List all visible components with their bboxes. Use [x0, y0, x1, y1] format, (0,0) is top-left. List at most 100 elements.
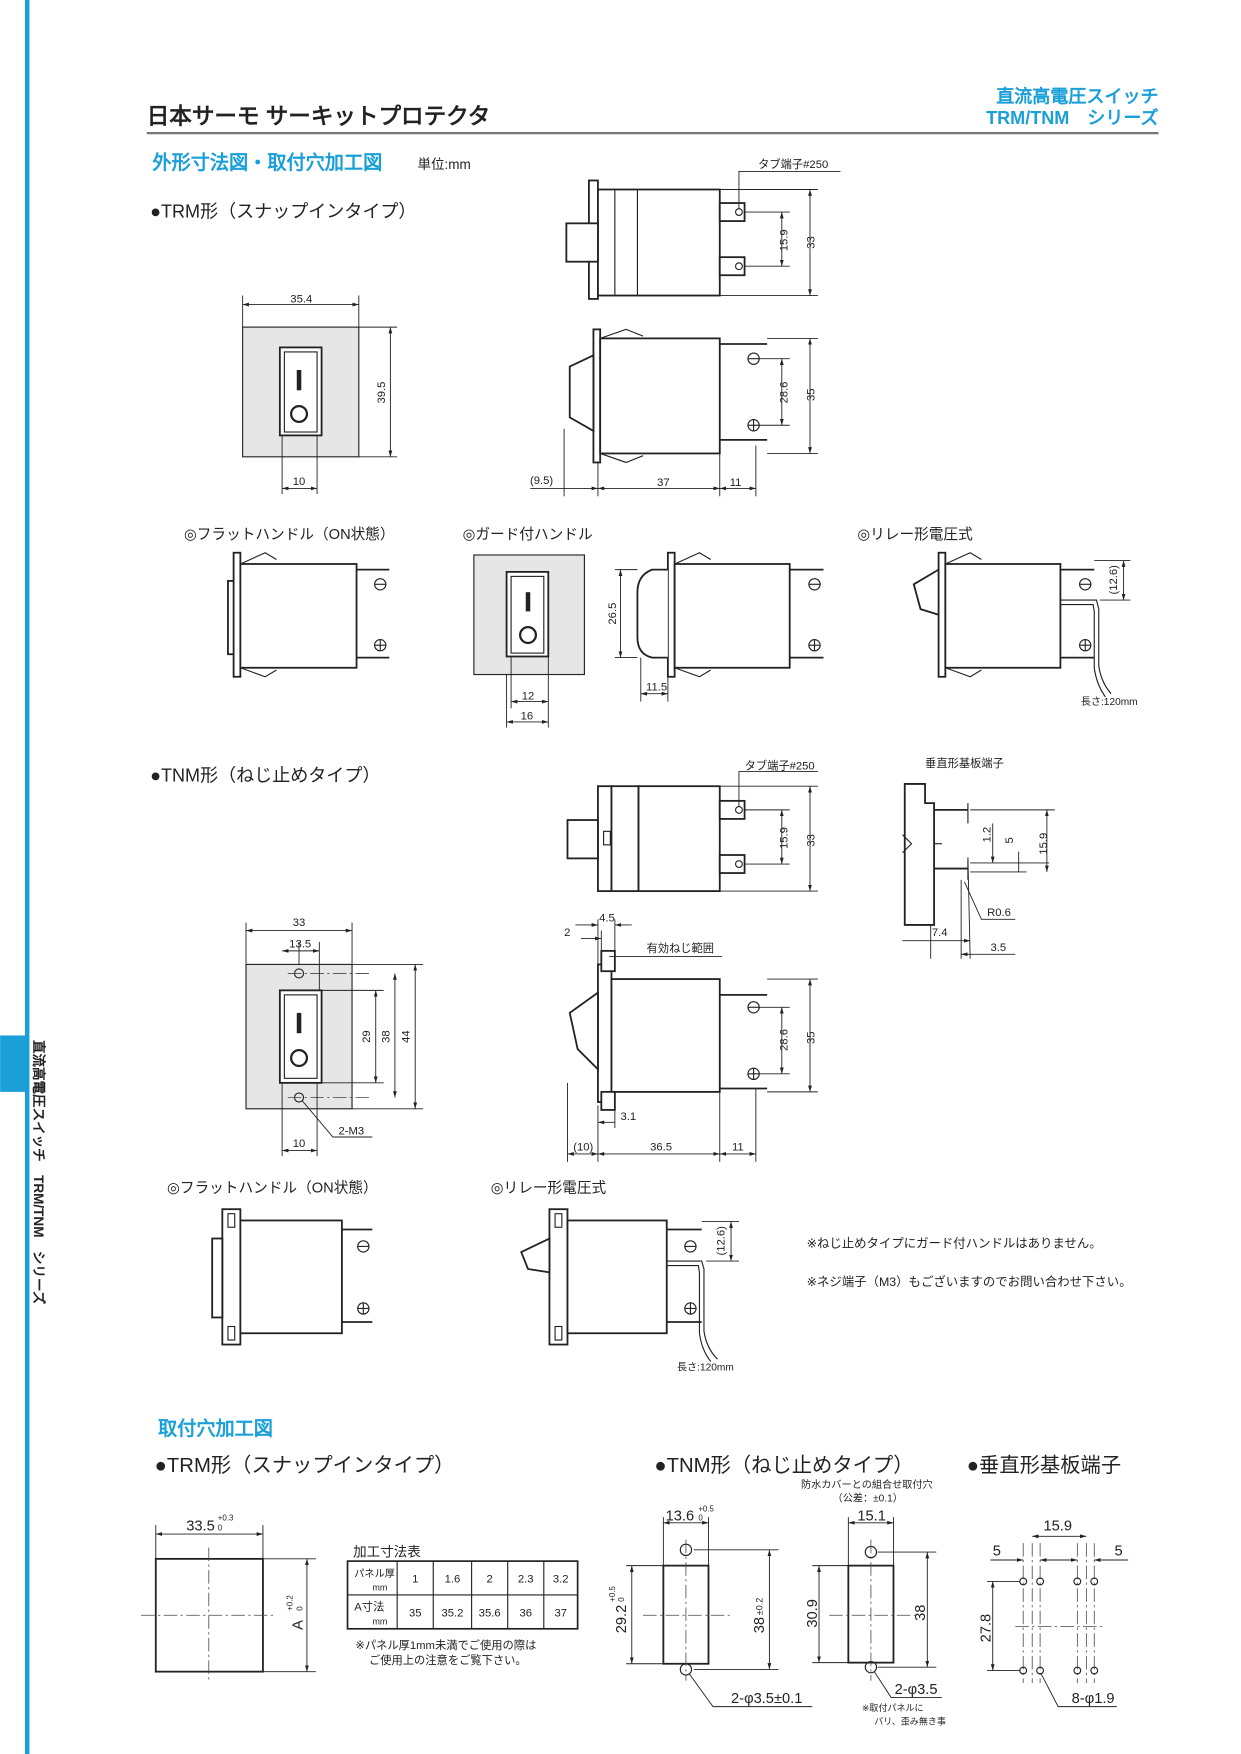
trm-side-view — [565, 171, 841, 300]
dim-label: 10 — [293, 1138, 306, 1150]
table-cell-unit: mm — [372, 1582, 387, 1592]
tnm-front-view — [245, 922, 424, 1157]
dim-label: 5 — [1115, 1543, 1123, 1559]
dim-label: 35 — [806, 389, 818, 402]
tnm-top-view — [567, 919, 818, 1162]
dim-label: 37 — [657, 477, 670, 489]
hole-spec: 2-φ3.5±0.1 — [731, 1691, 802, 1707]
panel-note: バリ、歪み無き事 — [874, 1716, 946, 1727]
dim-label: (12.6) — [715, 1226, 727, 1256]
tnm-side-view — [566, 771, 818, 893]
tolerance: +0.3 — [218, 1514, 234, 1523]
dim-label: 35.4 — [290, 293, 312, 305]
table-title: 加工寸法表 — [353, 1545, 421, 1560]
dim-label: 10 — [293, 476, 306, 488]
trm-tab-terminal-label: タブ端子#250 — [758, 157, 828, 171]
table-cell: 2 — [487, 1574, 493, 1586]
tnm-flat-handle-drawing — [211, 1208, 373, 1346]
dim-label: 12 — [522, 690, 535, 702]
side-tab-text: 直流高電圧スイッチ TRM/TNM シリーズ — [31, 1040, 47, 1305]
trm-guard-front-drawing — [473, 554, 585, 728]
dim-label: 3.1 — [621, 1111, 637, 1123]
dim-label: 11 — [732, 1142, 744, 1154]
pcb-terminal-label: 垂直形基板端子 — [925, 756, 1004, 770]
dim-label: 38 — [380, 1030, 392, 1043]
trm-cutout-drawing — [141, 1525, 316, 1683]
trm-guard-side-drawing — [614, 551, 824, 702]
tnm-relay-drawing — [520, 1208, 739, 1362]
trm-flat-handle-label: ◎フラットハンドル（ON状態） — [184, 526, 395, 543]
table-cell: 35.6 — [479, 1607, 501, 1619]
dim-label: (9.5) — [530, 475, 553, 487]
dim-label: (12.6) — [1108, 565, 1120, 595]
trm-relay-drawing — [912, 551, 1131, 698]
dim-label: 7.4 — [932, 927, 948, 939]
dim-label: 33 — [293, 917, 306, 929]
dim-label: 28.6 — [778, 1029, 790, 1051]
pcb-hole-pattern — [987, 1534, 1129, 1708]
dim-label: 38 — [752, 1617, 768, 1633]
table-cell: 3.2 — [553, 1574, 569, 1586]
section-title: 外形寸法図・取付穴加工図 — [151, 151, 382, 174]
table-cell-unit: mm — [372, 1616, 387, 1626]
dim-label: 5 — [1004, 837, 1016, 843]
cutout-trm-heading: ●TRM形（スナップインタイプ） — [155, 1454, 455, 1477]
tolerance: 0 — [617, 1597, 626, 1602]
dim-label: 28.6 — [778, 382, 790, 404]
table-row: パネル厚 mm 1 1.6 2 2.3 3.2 — [354, 1568, 568, 1593]
dimension-table: パネル厚 mm 1 1.6 2 2.3 3.2 A寸法 mm 35 35.2 3… — [346, 1560, 579, 1630]
dim-label: 13.6 — [666, 1509, 695, 1525]
dim-label: 35 — [806, 1031, 818, 1044]
table-cell: 35.2 — [441, 1607, 463, 1619]
table-cell: 37 — [554, 1607, 567, 1619]
note-no-guard: ※ねじ止めタイプにガード付ハンドルはありません。 — [807, 1237, 1102, 1251]
tolerance: 0 — [218, 1524, 223, 1533]
hole-spec: 8-φ1.9 — [1072, 1691, 1115, 1707]
table-note: ※パネル厚1mm未満でご使用の際は — [355, 1638, 536, 1652]
table-row: A寸法 mm 35 35.2 35.6 36 37 — [354, 1600, 567, 1627]
tolerance: +0.5 — [608, 1586, 617, 1602]
dim-label: 44 — [401, 1030, 413, 1043]
dim-label: 2 — [564, 927, 570, 939]
dim-label: (10) — [573, 1142, 593, 1154]
dim-label: 15.9 — [778, 229, 790, 251]
dim-label: 15.9 — [1038, 833, 1050, 855]
cutout-title: 取付穴加工図 — [158, 1417, 273, 1440]
dim-label: 15.1 — [857, 1509, 886, 1525]
dim-label: 33 — [806, 236, 818, 249]
dim-label: 5 — [993, 1543, 1001, 1559]
cutout-tnm-heading: ●TNM形（ねじ止めタイプ） — [654, 1454, 913, 1477]
table-cell: 35 — [409, 1607, 422, 1619]
cable-length-label: 長さ:120mm — [677, 1361, 734, 1373]
table-cell: 36 — [519, 1607, 532, 1619]
tolerance: +0.5 — [698, 1504, 714, 1513]
dim-label: R0.6 — [987, 907, 1011, 919]
dim-label: 11.5 — [646, 681, 667, 693]
thread-range-label: 有効ねじ範囲 — [646, 941, 714, 955]
dim-label: 16 — [521, 711, 534, 723]
table-cell-label: A寸法 — [354, 1600, 384, 1614]
dim-label: 15.9 — [1043, 1519, 1072, 1535]
cable-length-label: 長さ:120mm — [1081, 696, 1138, 708]
pcb-terminal-drawing — [902, 783, 1055, 959]
side-accent-tab — [0, 1035, 28, 1092]
dim-label: 15.9 — [778, 827, 790, 849]
side-accent-line — [24, 0, 30, 1754]
table-note: ご使用上の注意をご覧下さい。 — [369, 1653, 527, 1667]
dim-label: 30.9 — [805, 1599, 821, 1628]
dim-label: 4.5 — [599, 913, 615, 925]
series-line2: TRM/TNM シリーズ — [986, 107, 1158, 128]
panel-note: ※取付パネルに — [862, 1703, 924, 1713]
trm-flat-handle-drawing — [227, 551, 390, 678]
dim-label: 11 — [730, 477, 742, 489]
tnm-cutout-a — [626, 1517, 813, 1708]
trm-top-view — [530, 328, 818, 497]
dim-label: 1.2 — [981, 827, 993, 843]
table-cell-label: パネル厚 — [354, 1568, 395, 1580]
dim-label: 2-M3 — [339, 1126, 365, 1138]
dim-label: 26.5 — [607, 603, 619, 625]
dim-label: 33.5 — [186, 1519, 215, 1535]
tolerance: 0 — [698, 1514, 703, 1523]
dim-label: 13.5 — [289, 938, 311, 950]
table-cell: 1.6 — [445, 1574, 461, 1586]
